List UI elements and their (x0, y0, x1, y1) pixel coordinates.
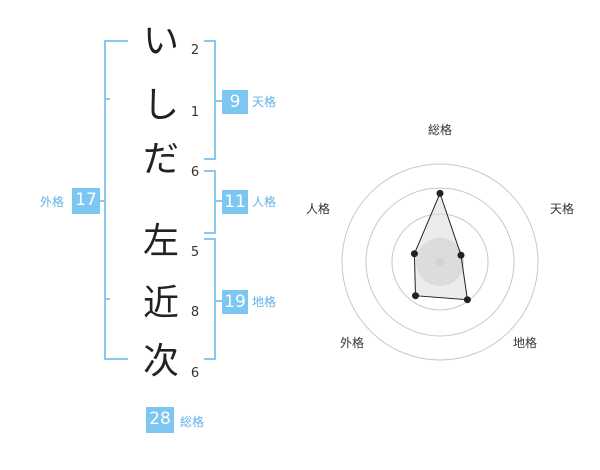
stroke-count-1: 2 (190, 43, 200, 58)
radar-axis-label-chikaku: 地格 (513, 335, 537, 350)
jinkaku-bracket (204, 170, 216, 234)
name-char-2: し (142, 85, 179, 126)
soukaku-value: 28 (146, 407, 174, 433)
stroke-count-3: 6 (190, 165, 200, 180)
gaikaku-connector (98, 200, 106, 202)
radar-point-5 (410, 250, 418, 258)
stroke-count-6: 6 (190, 366, 200, 381)
name-char-1: い (142, 21, 179, 62)
radar-point-2 (457, 251, 465, 259)
soukaku-label: 総格 (180, 415, 205, 429)
name-char-6: 次 (142, 341, 179, 382)
jinkaku-value: 11 (222, 190, 248, 214)
gaikaku-bracket-tick-top (104, 98, 110, 100)
radar-point-1 (436, 189, 444, 197)
name-char-4: 左 (142, 221, 179, 262)
jinkaku-label: 人格 (252, 195, 277, 209)
tenkaku-value: 9 (222, 90, 248, 114)
radar-ring-3 (365, 187, 515, 337)
stroke-count-4: 5 (190, 245, 200, 260)
stroke-count-2: 1 (190, 105, 200, 120)
radar-series-polygon (413, 191, 468, 301)
tenkaku-connector (214, 100, 222, 102)
radar-ring-4 (341, 163, 539, 361)
stroke-count-5: 8 (190, 305, 200, 320)
gaikaku-bracket-tick-bottom (104, 298, 110, 300)
radar-point-3 (463, 296, 471, 304)
gaikaku-value: 17 (72, 188, 100, 214)
radar-axis-label-gaikaku: 外格 (340, 335, 364, 350)
radar-axis-label-jinkaku: 人格 (306, 201, 330, 216)
chikaku-value: 19 (222, 290, 248, 314)
name-char-5: 近 (142, 283, 179, 324)
radar-axis-label-tenkaku: 天格 (550, 201, 574, 216)
name-char-3: だ (142, 139, 179, 180)
gaikaku-label: 外格 (40, 195, 65, 209)
jinkaku-connector (214, 200, 222, 202)
chikaku-label: 地格 (252, 295, 277, 309)
radar-axis-label-soukaku: 総格 (428, 122, 452, 137)
chikaku-bracket (204, 238, 216, 360)
radar-point-4 (412, 292, 419, 300)
tenkaku-label: 天格 (252, 95, 277, 109)
chikaku-connector (214, 300, 222, 302)
